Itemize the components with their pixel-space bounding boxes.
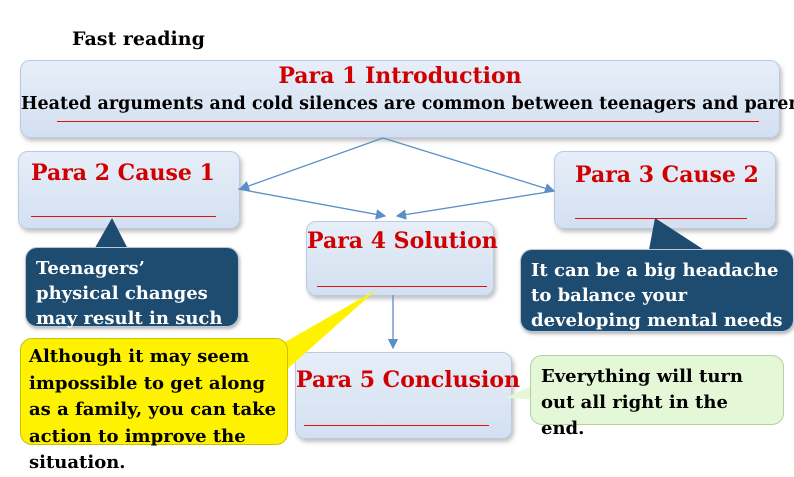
solution-callout-tail	[280, 290, 376, 372]
conclusion-callout-text: Everything will turn out all right in th…	[541, 366, 743, 439]
para1-title: Para 1 Introduction	[278, 63, 522, 89]
cause1-callout: Teenagers’ physical changes may result i…	[25, 247, 239, 354]
conclusion-callout: Everything will turn out all right in th…	[530, 355, 784, 439]
para2-title: Para 2 Cause 1	[31, 160, 215, 186]
cause2-callout-tail	[648, 218, 712, 255]
para3-title: Para 3 Cause 2	[575, 162, 759, 188]
arrow-para1-to-para2	[238, 137, 384, 191]
para4-title: Para 4 Solution	[307, 228, 498, 254]
arrow-para3-to-para4	[395, 190, 555, 220]
para4-box: Para 4 Solution	[306, 221, 498, 296]
para4-answer-blank	[317, 286, 487, 287]
para5-title: Para 5 Conclusion	[296, 367, 521, 393]
para1-text: Heated arguments and cold silences are c…	[21, 94, 794, 114]
section-heading: Fast reading	[72, 28, 205, 50]
solution-callout-text: Although it may seem impossible to get a…	[29, 346, 277, 473]
arrow-para2-to-para4	[237, 188, 387, 220]
cause1-callout-tail	[92, 218, 130, 253]
para1-underline	[57, 121, 759, 122]
para1-box: Para 1 Introduction Heated arguments and…	[20, 60, 794, 138]
para2-box: Para 2 Cause 1	[18, 151, 240, 229]
para5-box: Para 5 Conclusion	[295, 352, 521, 439]
cause2-callout-text: It can be a big headache to balance your…	[531, 260, 783, 356]
para5-answer-blank	[304, 425, 489, 426]
arrow-para1-to-para3	[382, 137, 556, 194]
solution-callout: Although it may seem impossible to get a…	[20, 338, 288, 473]
cause2-callout: It can be a big headache to balance your…	[520, 249, 794, 356]
para2-answer-blank	[31, 216, 216, 217]
para3-answer-blank	[575, 218, 747, 219]
